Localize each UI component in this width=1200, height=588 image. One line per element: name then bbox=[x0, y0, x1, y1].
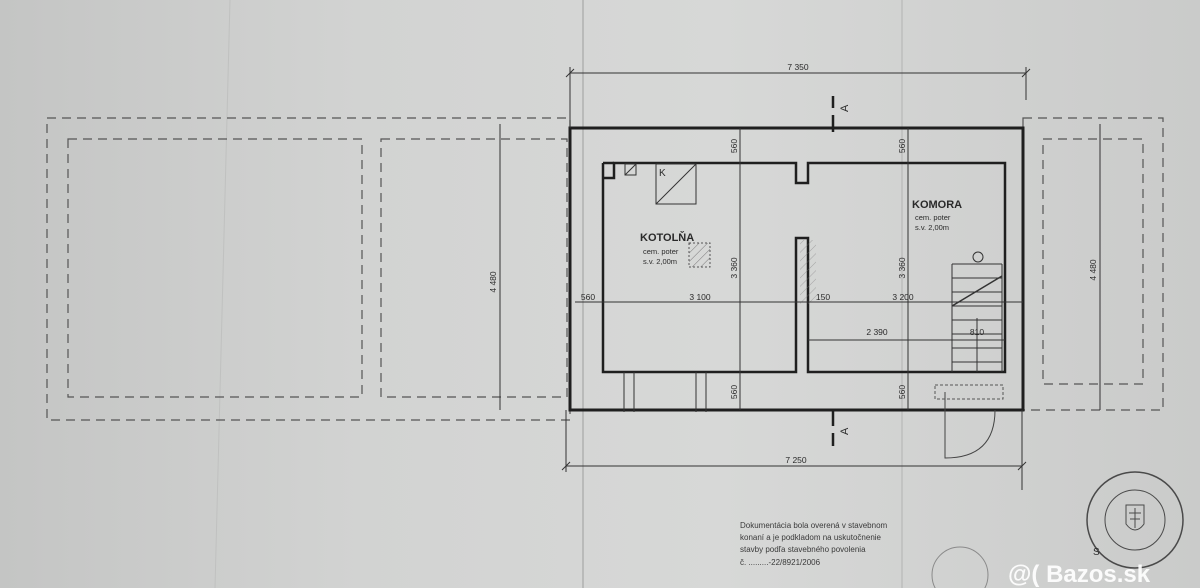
note-line-3: stavby podľa stavebného povolenia bbox=[740, 545, 866, 554]
dim-inner-width: 2 390 bbox=[866, 327, 888, 337]
dim-room-left-depth: 3 360 bbox=[729, 257, 739, 279]
neighbour-room-3 bbox=[1042, 138, 1144, 385]
stamp-outer-ring bbox=[1086, 471, 1184, 569]
dim-wall-top-left: 560 bbox=[729, 139, 739, 153]
stair-start-marker bbox=[972, 251, 984, 263]
neighbouring-structures bbox=[46, 117, 1164, 421]
dim-wall-bottom-right: 560 bbox=[897, 385, 907, 399]
dim-wall-top-right: 560 bbox=[897, 139, 907, 153]
outer-wall bbox=[568, 126, 1025, 412]
dim-room-right-width: 3 200 bbox=[892, 292, 914, 302]
stamp-inner-ring bbox=[1104, 489, 1166, 551]
chimney-symbol bbox=[624, 163, 637, 176]
room-1-name: KOTOLŇA bbox=[640, 231, 694, 244]
room-1-height: s.v. 2,00m bbox=[643, 257, 677, 266]
dim-top-total: 7 350 bbox=[787, 62, 809, 72]
north-arrow-icon: S bbox=[1093, 547, 1100, 558]
dim-room-left-width: 3 100 bbox=[689, 292, 711, 302]
openings bbox=[623, 372, 707, 412]
chimney-diagonal bbox=[624, 163, 637, 176]
watermark: @( Bazos.sk bbox=[1008, 561, 1151, 588]
dim-left-height: 4 480 bbox=[488, 271, 498, 293]
faint-stamp bbox=[931, 546, 989, 588]
neighbour-outline-left bbox=[46, 117, 571, 421]
entrance-step bbox=[934, 384, 1004, 400]
stamp-shield-icon bbox=[1125, 504, 1145, 531]
boiler-diagonal bbox=[655, 163, 697, 205]
neighbour-outline-right bbox=[1022, 117, 1164, 411]
section-mark-bottom: A bbox=[839, 427, 851, 435]
dim-room-right-depth: 3 360 bbox=[897, 257, 907, 279]
dimension-lines bbox=[499, 67, 1101, 490]
room-outlines bbox=[601, 161, 1007, 374]
partition-hatch bbox=[800, 240, 816, 304]
dim-wall-bottom-left: 560 bbox=[729, 385, 739, 399]
dim-bottom-total: 7 250 bbox=[785, 455, 807, 465]
room-2-name: KOMORA bbox=[912, 199, 962, 211]
dim-partition: 150 bbox=[816, 292, 830, 302]
dim-right-height: 4 480 bbox=[1088, 259, 1098, 281]
door-swing bbox=[944, 392, 996, 459]
note-line-2: konaní a je podkladom na uskutočnenie bbox=[740, 533, 882, 542]
paper-crease bbox=[214, 0, 231, 588]
room-1-floor: cem. poter bbox=[643, 247, 679, 256]
dim-stair-width: 810 bbox=[970, 327, 984, 337]
dim-wall-left: 560 bbox=[581, 292, 595, 302]
boiler-label: K bbox=[659, 168, 666, 179]
room-2-floor: cem. poter bbox=[915, 213, 951, 222]
neighbour-room-2 bbox=[380, 138, 568, 398]
engineer-stamp bbox=[1086, 471, 1184, 569]
boiler-symbol bbox=[655, 163, 697, 205]
section-mark-top: A bbox=[839, 104, 851, 112]
neighbour-room-1 bbox=[67, 138, 363, 398]
note-line-4: č. .........-22/8921/2006 bbox=[740, 558, 821, 567]
staircase bbox=[951, 251, 1003, 372]
verification-note: Dokumentácia bola overená v stavebnom ko… bbox=[740, 521, 888, 567]
note-line-1: Dokumentácia bola overená v stavebnom bbox=[740, 521, 888, 530]
room-2-height: s.v. 2,00m bbox=[915, 223, 949, 232]
inner-walls bbox=[601, 161, 1007, 374]
floor-drain-symbol bbox=[688, 242, 711, 268]
